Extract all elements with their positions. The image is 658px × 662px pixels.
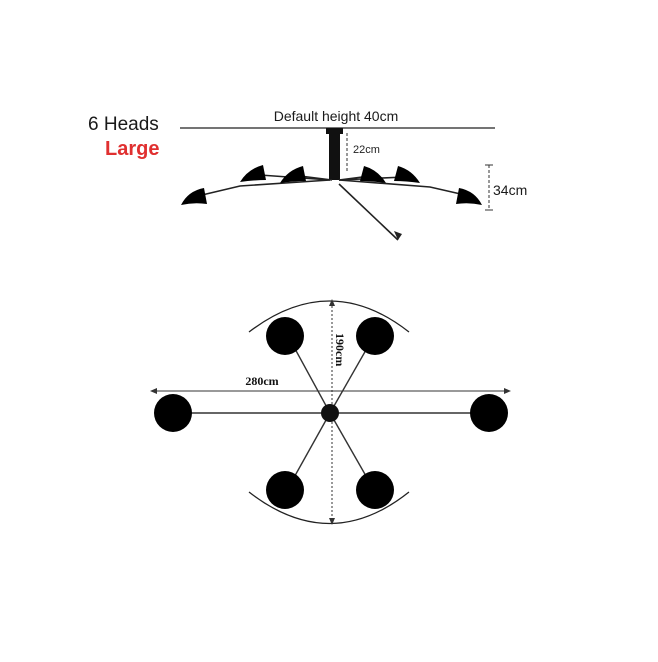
side-shade-3 xyxy=(280,166,306,183)
center-stem xyxy=(329,128,340,180)
side-shade-5 xyxy=(394,166,420,183)
top-view: 280cm 190cm xyxy=(150,299,511,525)
ceiling-canopy xyxy=(326,128,343,134)
drop-label: 22cm xyxy=(353,144,380,156)
heads-count-label: 6 Heads xyxy=(88,114,159,135)
side-shades xyxy=(181,165,482,205)
top-shade-right xyxy=(470,394,508,432)
top-shade-lower-right xyxy=(356,471,394,509)
angle-arrow xyxy=(394,231,402,240)
side-arms xyxy=(201,174,466,241)
side-shade-1 xyxy=(181,188,207,205)
size-label: Large xyxy=(105,138,160,160)
default-height-label: Default height 40cm xyxy=(274,108,399,124)
width-label: 280cm xyxy=(245,374,278,388)
top-shade-upper-left xyxy=(266,317,304,355)
side-shade-6 xyxy=(456,188,482,205)
top-shade-left xyxy=(154,394,192,432)
side-shade-4 xyxy=(360,166,386,183)
top-shade-upper-right xyxy=(356,317,394,355)
shade-height-label: 34cm xyxy=(493,182,527,198)
side-view: Default height 40cm 22cm xyxy=(180,108,527,241)
top-shade-lower-left xyxy=(266,471,304,509)
side-shade-2 xyxy=(240,165,266,182)
center-hub xyxy=(321,404,339,422)
depth-label: 190cm xyxy=(333,333,347,366)
top-shades xyxy=(154,317,508,509)
